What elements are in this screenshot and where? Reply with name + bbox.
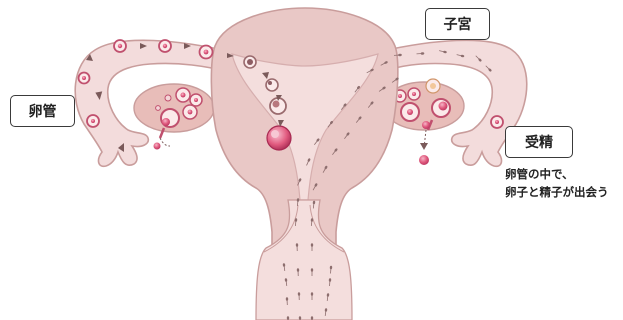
label-oviduct: 卵管 [10, 95, 75, 127]
caption-line-2: 卵子と精子が出会う [505, 183, 609, 201]
arrow-left-ovum [160, 138, 170, 146]
uterus [211, 8, 397, 320]
fertilization-caption: 卵管の中で、 卵子と精子が出会う [505, 165, 609, 201]
caption-line-1: 卵管の中で、 [505, 165, 609, 183]
label-fertilization: 受精 [505, 126, 573, 158]
label-uterus: 子宮 [425, 8, 490, 40]
